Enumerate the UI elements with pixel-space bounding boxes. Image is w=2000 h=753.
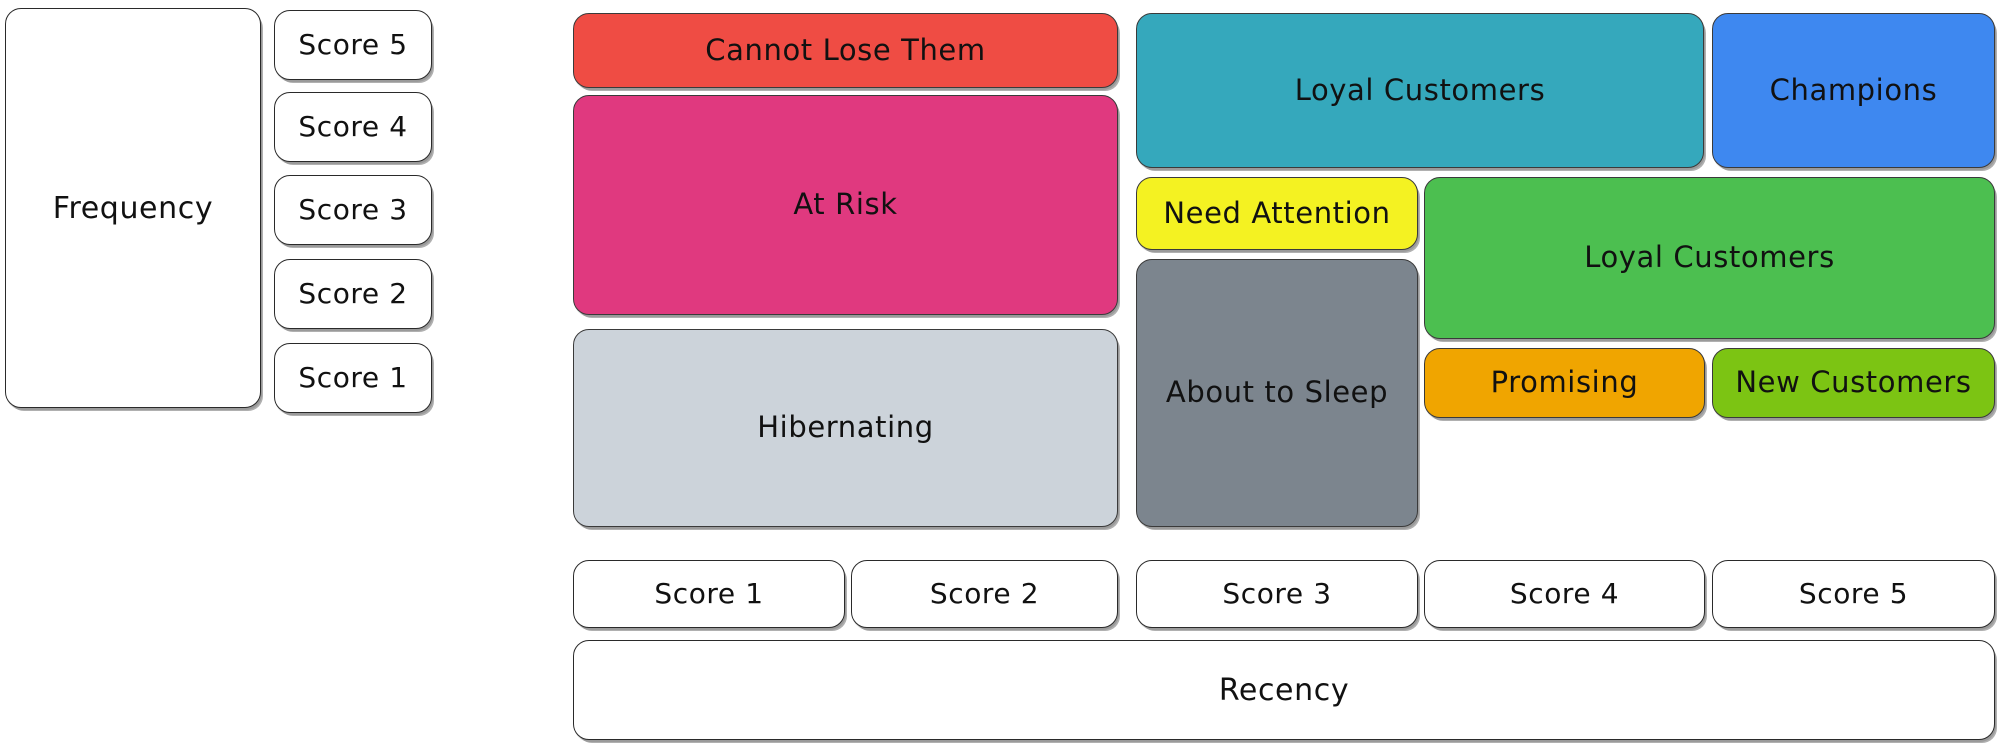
segment-label: New Customers xyxy=(1735,365,1972,400)
frequency-tick-label: Score 2 xyxy=(298,276,408,310)
frequency-tick-label: Score 5 xyxy=(298,27,408,61)
segment-label: Promising xyxy=(1490,365,1639,400)
segment-label: Need Attention xyxy=(1163,195,1391,230)
recency-tick-score-3: Score 3 xyxy=(1136,560,1418,628)
recency-tick-label: Score 3 xyxy=(1222,576,1332,610)
segment-loyal-customers-green[interactable]: Loyal Customers xyxy=(1424,177,1995,339)
segment-champions[interactable]: Champions xyxy=(1712,13,1995,168)
frequency-tick-score-5: Score 5 xyxy=(274,10,432,80)
recency-tick-score-2: Score 2 xyxy=(851,560,1118,628)
segment-label: Cannot Lose Them xyxy=(705,32,986,67)
frequency-tick-score-4: Score 4 xyxy=(274,92,432,162)
frequency-tick-label: Score 1 xyxy=(298,360,408,394)
recency-tick-score-4: Score 4 xyxy=(1424,560,1705,628)
segment-label: Loyal Customers xyxy=(1294,72,1546,107)
segment-label: Loyal Customers xyxy=(1584,240,1835,275)
frequency-axis-title: Frequency xyxy=(5,8,261,408)
segment-cannot-lose-them[interactable]: Cannot Lose Them xyxy=(573,13,1118,88)
segment-label: Champions xyxy=(1769,72,1938,107)
segment-loyal-customers-teal[interactable]: Loyal Customers xyxy=(1136,13,1704,168)
recency-tick-label: Score 4 xyxy=(1509,576,1620,610)
segment-label: At Risk xyxy=(793,187,898,222)
segment-at-risk[interactable]: At Risk xyxy=(573,95,1118,315)
recency-axis-title: Recency xyxy=(573,640,1995,740)
frequency-tick-score-3: Score 3 xyxy=(274,175,432,245)
segment-new-customers[interactable]: New Customers xyxy=(1712,348,1995,418)
recency-tick-label: Score 1 xyxy=(654,576,764,610)
recency-tick-score-5: Score 5 xyxy=(1712,560,1995,628)
segment-promising[interactable]: Promising xyxy=(1424,348,1705,418)
segment-hibernating[interactable]: Hibernating xyxy=(573,329,1118,527)
frequency-tick-score-1: Score 1 xyxy=(274,343,432,413)
frequency-tick-label: Score 4 xyxy=(298,109,408,143)
recency-axis-label: Recency xyxy=(1218,672,1350,708)
segment-label: About to Sleep xyxy=(1165,375,1389,410)
recency-tick-label: Score 2 xyxy=(929,576,1040,610)
segment-about-to-sleep[interactable]: About to Sleep xyxy=(1136,259,1418,527)
recency-tick-label: Score 5 xyxy=(1798,576,1909,610)
frequency-axis-label: Frequency xyxy=(52,190,214,226)
recency-tick-score-1: Score 1 xyxy=(573,560,845,628)
segment-label: Hibernating xyxy=(757,410,934,445)
frequency-tick-score-2: Score 2 xyxy=(274,259,432,329)
frequency-tick-label: Score 3 xyxy=(298,192,408,226)
segment-need-attention[interactable]: Need Attention xyxy=(1136,177,1418,250)
